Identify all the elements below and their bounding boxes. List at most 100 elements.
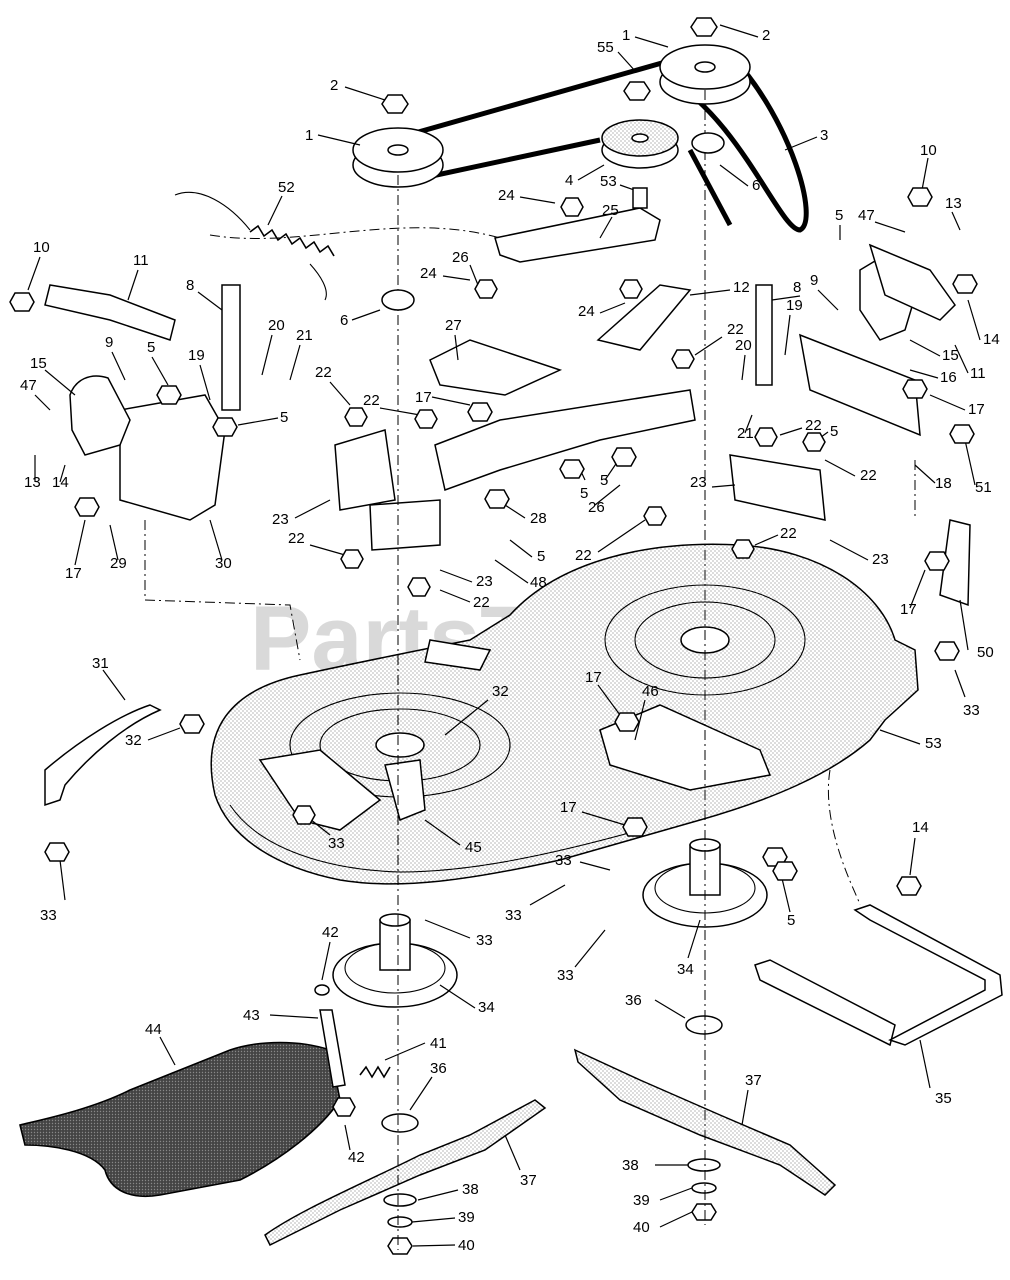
callout-23: 23 [872, 551, 889, 568]
callout-22: 22 [288, 530, 305, 547]
callout-34: 34 [677, 961, 694, 978]
callout-20: 20 [268, 317, 285, 334]
fasteners [9, 17, 978, 1117]
hinge-rod-43 [319, 1009, 346, 1088]
callout-27: 27 [445, 317, 462, 334]
callout-24: 24 [420, 265, 437, 282]
stabilizer-35 [754, 904, 1003, 1047]
callout-16: 16 [940, 369, 957, 386]
left-pulley [352, 127, 444, 188]
spring-41 [359, 1065, 391, 1079]
callout-33: 33 [476, 932, 493, 949]
bracket-45 [384, 759, 426, 822]
leader-lines [27, 24, 981, 1247]
callout-23: 23 [272, 511, 289, 528]
callout-15: 15 [942, 347, 959, 364]
bracket-18 [799, 333, 921, 437]
callout-40: 40 [458, 1237, 475, 1254]
callout-33: 33 [555, 852, 572, 869]
callout-17: 17 [585, 669, 602, 686]
bracket-28 [434, 389, 696, 491]
callout-29: 29 [110, 555, 127, 572]
callout-33: 33 [40, 907, 57, 924]
callout-1: 1 [622, 27, 630, 44]
callout-42: 42 [348, 1149, 365, 1166]
plate-46 [599, 704, 772, 791]
callout-15: 15 [30, 355, 47, 372]
callout-2: 2 [330, 77, 338, 94]
callout-10: 10 [920, 142, 937, 159]
callout-labels: 2 1 2 1 55 3 4 53 6 6 52 24 25 10 13 47 … [20, 27, 1000, 1254]
callout-24: 24 [578, 303, 595, 320]
callout-21: 21 [296, 327, 313, 344]
callout-5: 5 [787, 912, 795, 929]
callout-33: 33 [963, 702, 980, 719]
callout-12: 12 [733, 279, 750, 296]
rod-31 [44, 704, 162, 807]
callout-22: 22 [575, 547, 592, 564]
callout-28: 28 [530, 510, 547, 527]
callout-46: 46 [642, 683, 659, 700]
callout-14: 14 [912, 819, 929, 836]
callout-48: 48 [530, 574, 547, 591]
callout-22: 22 [805, 417, 822, 434]
callout-43: 43 [243, 1007, 260, 1024]
callout-2: 2 [762, 27, 770, 44]
callout-5: 5 [280, 409, 288, 426]
callout-1: 1 [305, 127, 313, 144]
callout-5: 5 [830, 423, 838, 440]
callout-35: 35 [935, 1090, 952, 1107]
mower-deck-housing [210, 543, 919, 885]
callout-53: 53 [600, 173, 617, 190]
callout-14: 14 [52, 474, 69, 491]
plate-27 [429, 339, 563, 396]
callout-19: 19 [188, 347, 205, 364]
callout-51: 51 [975, 479, 992, 496]
callout-8: 8 [186, 277, 194, 294]
callout-18: 18 [935, 475, 952, 492]
callout-30: 30 [215, 555, 232, 572]
right-pulley [659, 44, 751, 105]
shield-23-c [729, 454, 826, 521]
callout-9: 9 [810, 272, 818, 289]
callout-5: 5 [600, 472, 608, 489]
spindle-34-left [332, 913, 458, 1008]
callout-22: 22 [473, 594, 490, 611]
callout-14: 14 [983, 331, 1000, 348]
discharge-chute-44 [19, 1041, 341, 1197]
shield-23-b [369, 499, 441, 551]
callout-50: 50 [977, 644, 994, 661]
callout-17: 17 [560, 799, 577, 816]
bracket-12 [596, 284, 692, 351]
spring-52 [174, 191, 335, 301]
callout-40: 40 [633, 1219, 650, 1236]
callout-37: 37 [745, 1072, 762, 1089]
callout-55: 55 [597, 39, 614, 56]
callout-47: 47 [858, 207, 875, 224]
callout-32: 32 [492, 683, 509, 700]
callout-22: 22 [860, 467, 877, 484]
callout-52: 52 [278, 179, 295, 196]
alignment-lines [144, 90, 916, 1250]
callout-47: 47 [20, 377, 37, 394]
callout-17: 17 [900, 601, 917, 618]
callout-39: 39 [633, 1192, 650, 1209]
strap-8-left [221, 284, 241, 411]
strap-8-right [755, 284, 773, 386]
callout-22: 22 [780, 525, 797, 542]
callout-23: 23 [690, 474, 707, 491]
callout-32: 32 [125, 732, 142, 749]
callout-22: 22 [727, 321, 744, 338]
blade-37-left [264, 1099, 547, 1247]
callout-22: 22 [315, 364, 332, 381]
callout-26: 26 [452, 249, 469, 266]
callout-42: 42 [322, 924, 339, 941]
callout-19: 19 [786, 297, 803, 314]
callout-26: 26 [588, 499, 605, 516]
plate-15-left [69, 375, 131, 456]
callout-24: 24 [498, 187, 515, 204]
callout-21: 21 [737, 425, 754, 442]
callout-5: 5 [580, 485, 588, 502]
shield-23-a [334, 429, 396, 511]
